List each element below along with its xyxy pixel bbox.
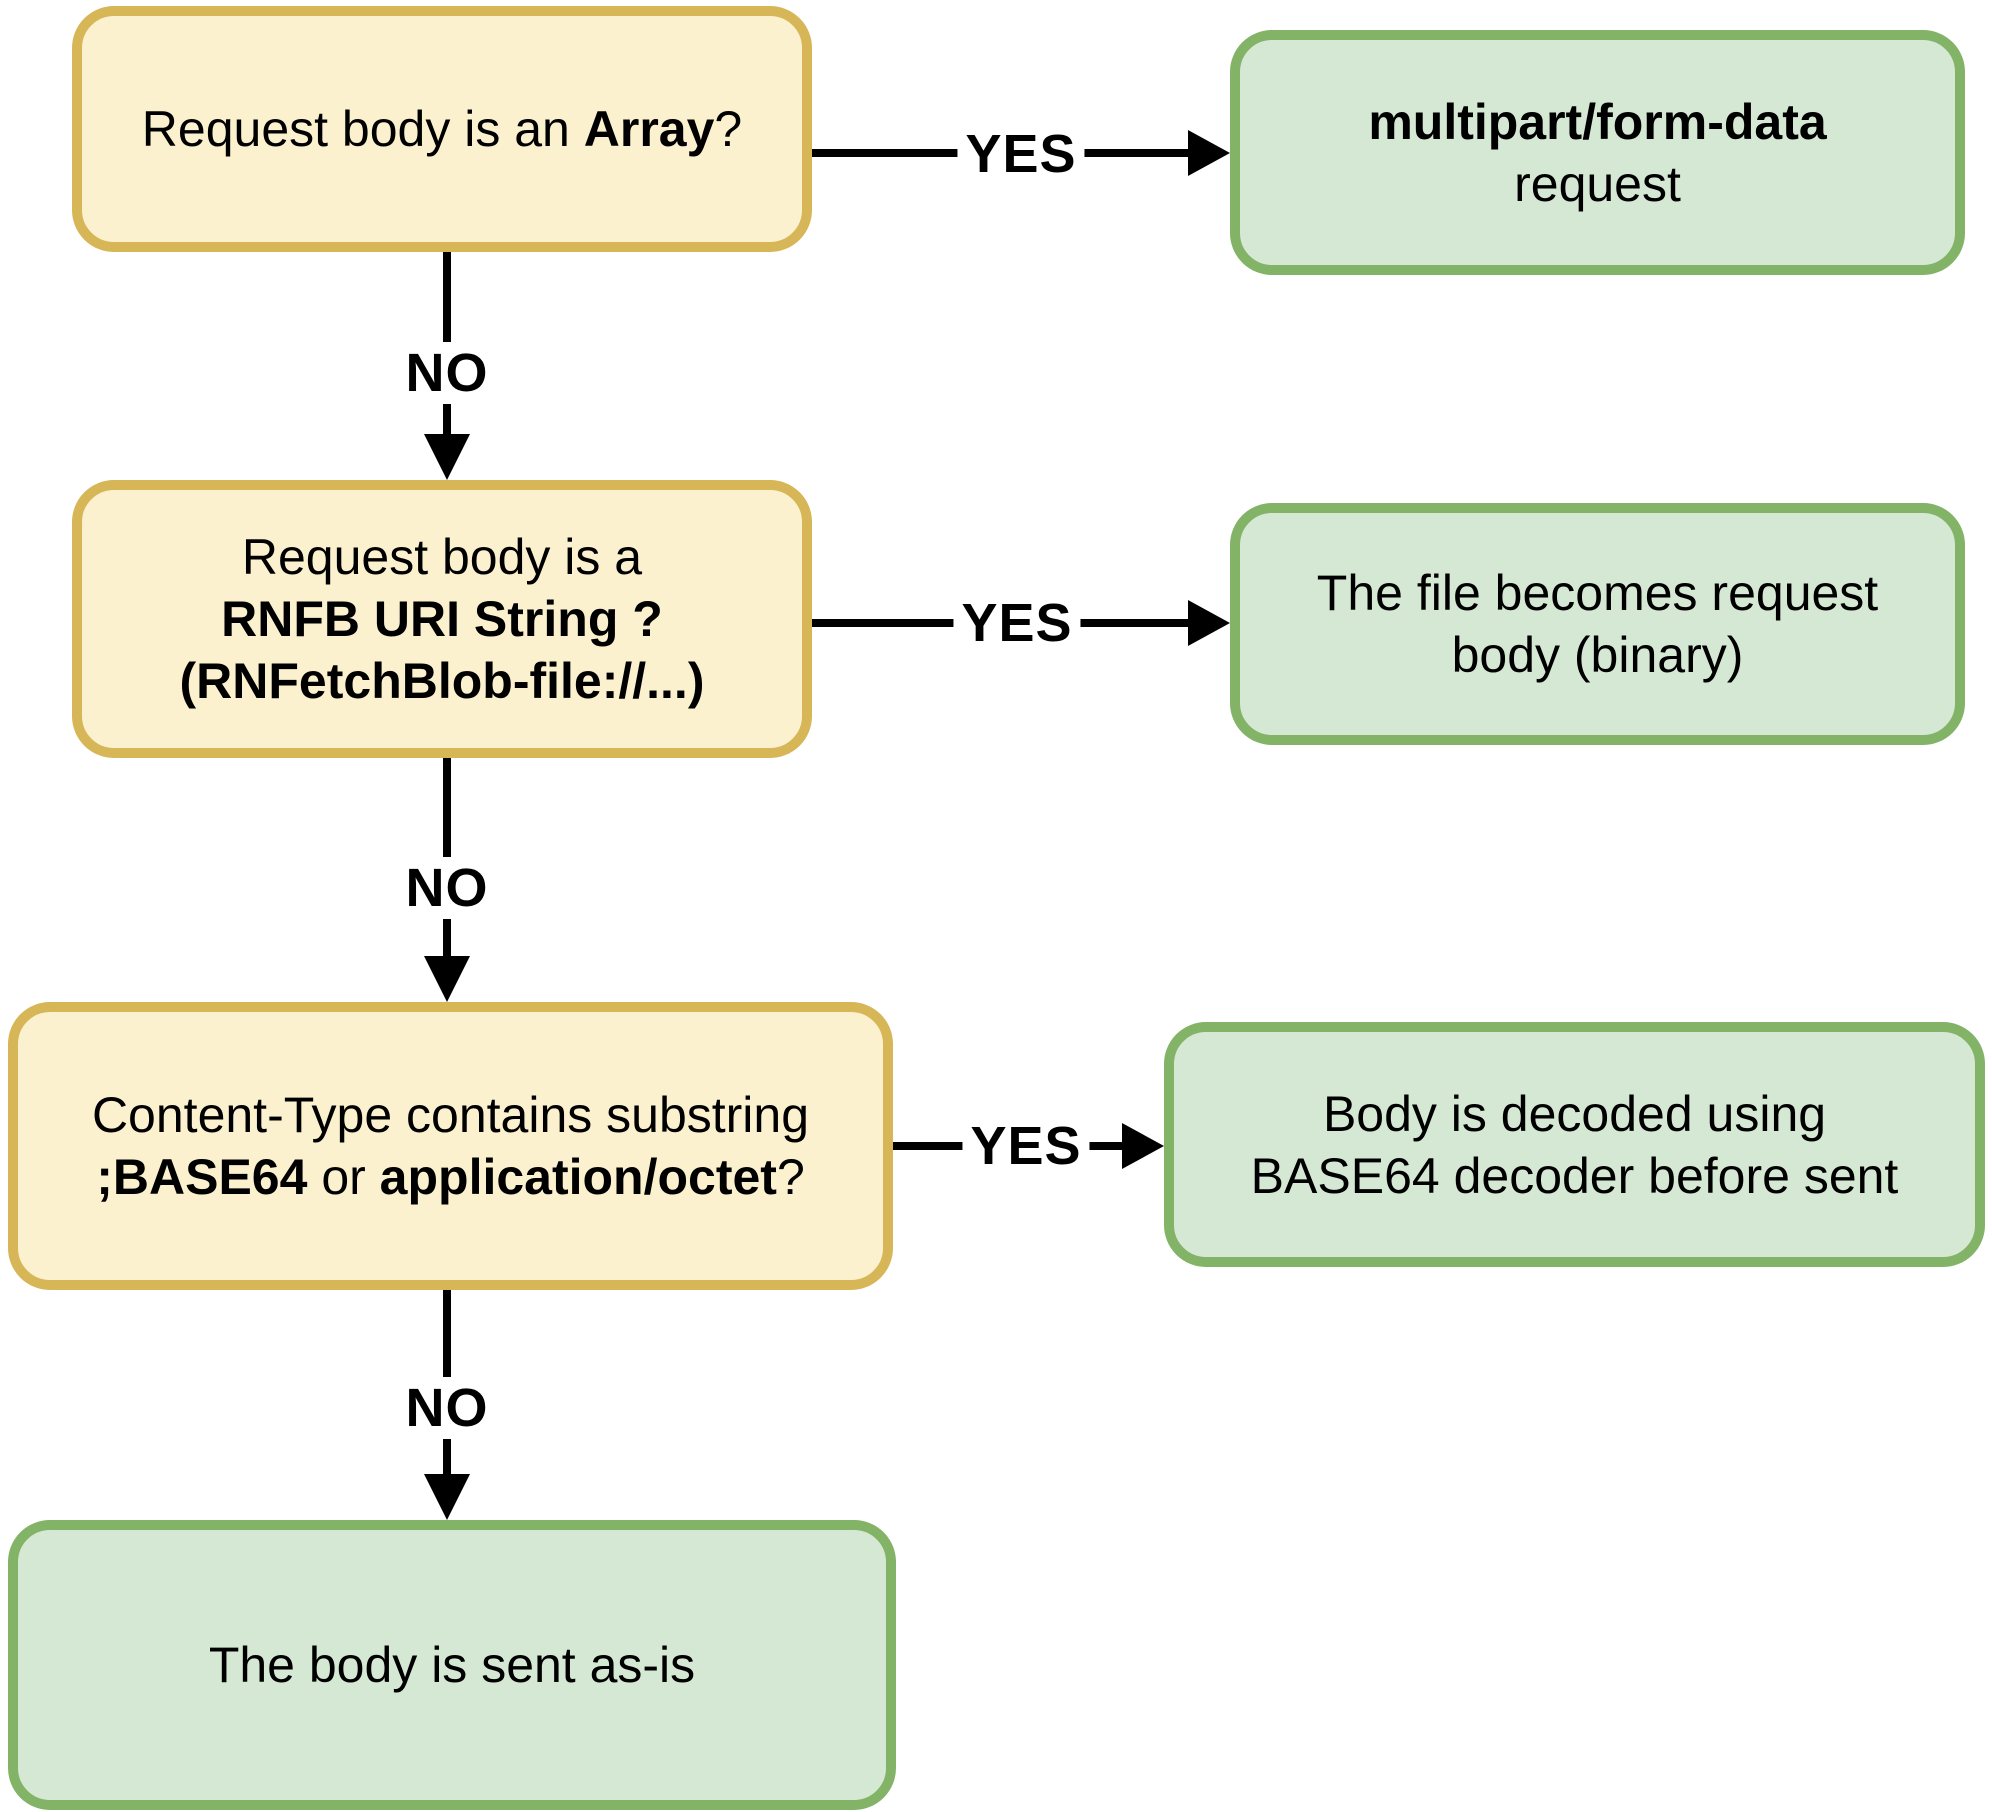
result-node-multipart-form-data: multipart/form-data request: [1230, 30, 1965, 275]
text-run: ?: [776, 1149, 805, 1205]
edge-label-yes: YES: [962, 1115, 1090, 1177]
result-node-line: The body is sent as-is: [208, 1637, 696, 1693]
result-node-line: request: [1514, 155, 1681, 212]
arrowhead-down-icon: [424, 1474, 470, 1520]
result-node-line: BASE64 decoder before sent: [1250, 1147, 1899, 1204]
result-node-line: body (binary): [1451, 627, 1744, 683]
result-node-base64-decoded: Body is decoded using BASE64 decoder bef…: [1164, 1022, 1985, 1267]
edge-label-yes: YES: [957, 123, 1085, 185]
decision-node-line: RNFB URI String ?: [221, 588, 663, 650]
arrowhead-down-icon: [424, 956, 470, 1002]
arrowhead-right-icon: [1122, 1123, 1164, 1169]
edge-label-no: NO: [397, 857, 497, 919]
text-run-bold: multipart/form-data: [1368, 93, 1827, 150]
decision-node-content-type-base64: Content-Type contains substring ;BASE64 …: [8, 1002, 893, 1290]
arrowhead-right-icon: [1188, 130, 1230, 176]
edge-label-no: NO: [397, 1377, 497, 1439]
text-run-bold: RNFB URI String ?: [221, 591, 663, 647]
decision-node-line: Request body is a: [241, 529, 643, 585]
text-run: or: [307, 1149, 380, 1205]
text-run: Request body is an: [141, 101, 584, 157]
result-node-body-sent-as-is: The body is sent as-is: [8, 1520, 896, 1810]
text-run: ?: [714, 101, 743, 157]
edge-label-yes: YES: [953, 592, 1081, 654]
decision-node-line: Content-Type contains substring: [91, 1087, 810, 1143]
result-node-line: The file becomes request: [1316, 565, 1879, 621]
result-node-line: multipart/form-data: [1368, 91, 1826, 153]
text-run-bold: (RNFetchBlob-file://...): [179, 653, 705, 709]
decision-node-array-text: Request body is an Array?: [142, 98, 742, 160]
arrowhead-right-icon: [1188, 600, 1230, 646]
decision-node-line: ;BASE64 or application/octet?: [96, 1146, 805, 1208]
result-node-file-becomes-body: The file becomes request body (binary): [1230, 503, 1965, 745]
decision-node-request-body-array: Request body is an Array?: [72, 6, 812, 252]
decision-node-line: (RNFetchBlob-file://...): [180, 650, 705, 712]
edge-label-no: NO: [397, 342, 497, 404]
decision-node-rnfb-uri-string: Request body is a RNFB URI String ? (RNF…: [72, 480, 812, 758]
text-run-bold: Array: [583, 101, 715, 157]
result-node-line: Body is decoded using: [1322, 1085, 1827, 1142]
arrowhead-down-icon: [424, 434, 470, 480]
text-run-bold: ;BASE64: [96, 1149, 308, 1205]
text-run-bold: application/octet: [379, 1149, 777, 1205]
